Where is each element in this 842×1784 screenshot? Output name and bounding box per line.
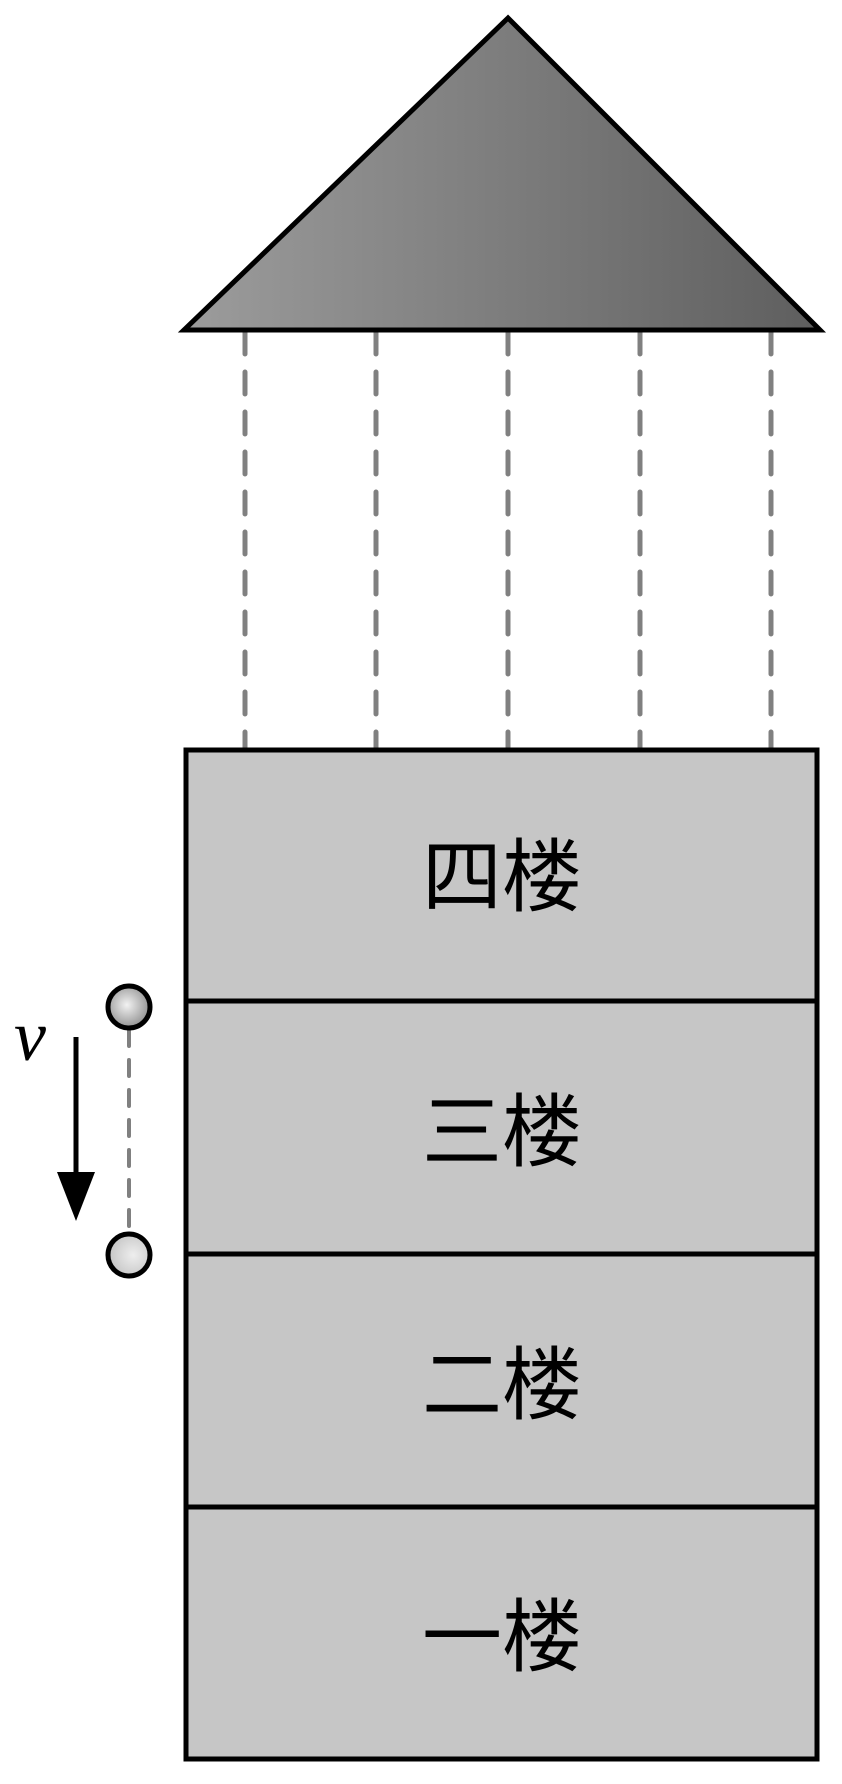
building: 四楼 三楼 二楼 一楼 (183, 747, 820, 1762)
velocity-arrow-icon (57, 1037, 95, 1221)
floor-2 (183, 1251, 820, 1510)
floor-4 (183, 747, 820, 1004)
floor-label-4: 四楼 (422, 831, 582, 924)
ball-top (105, 983, 153, 1031)
floor-label-1: 一楼 (422, 1591, 582, 1684)
floor-1 (183, 1504, 820, 1762)
floor-label-2: 二楼 (422, 1339, 582, 1432)
velocity-label: v (14, 996, 46, 1076)
suspension-lines (242, 329, 774, 751)
ball-bottom (105, 1231, 153, 1279)
floor-label-3: 三楼 (422, 1086, 582, 1179)
roof-triangle (177, 14, 827, 333)
